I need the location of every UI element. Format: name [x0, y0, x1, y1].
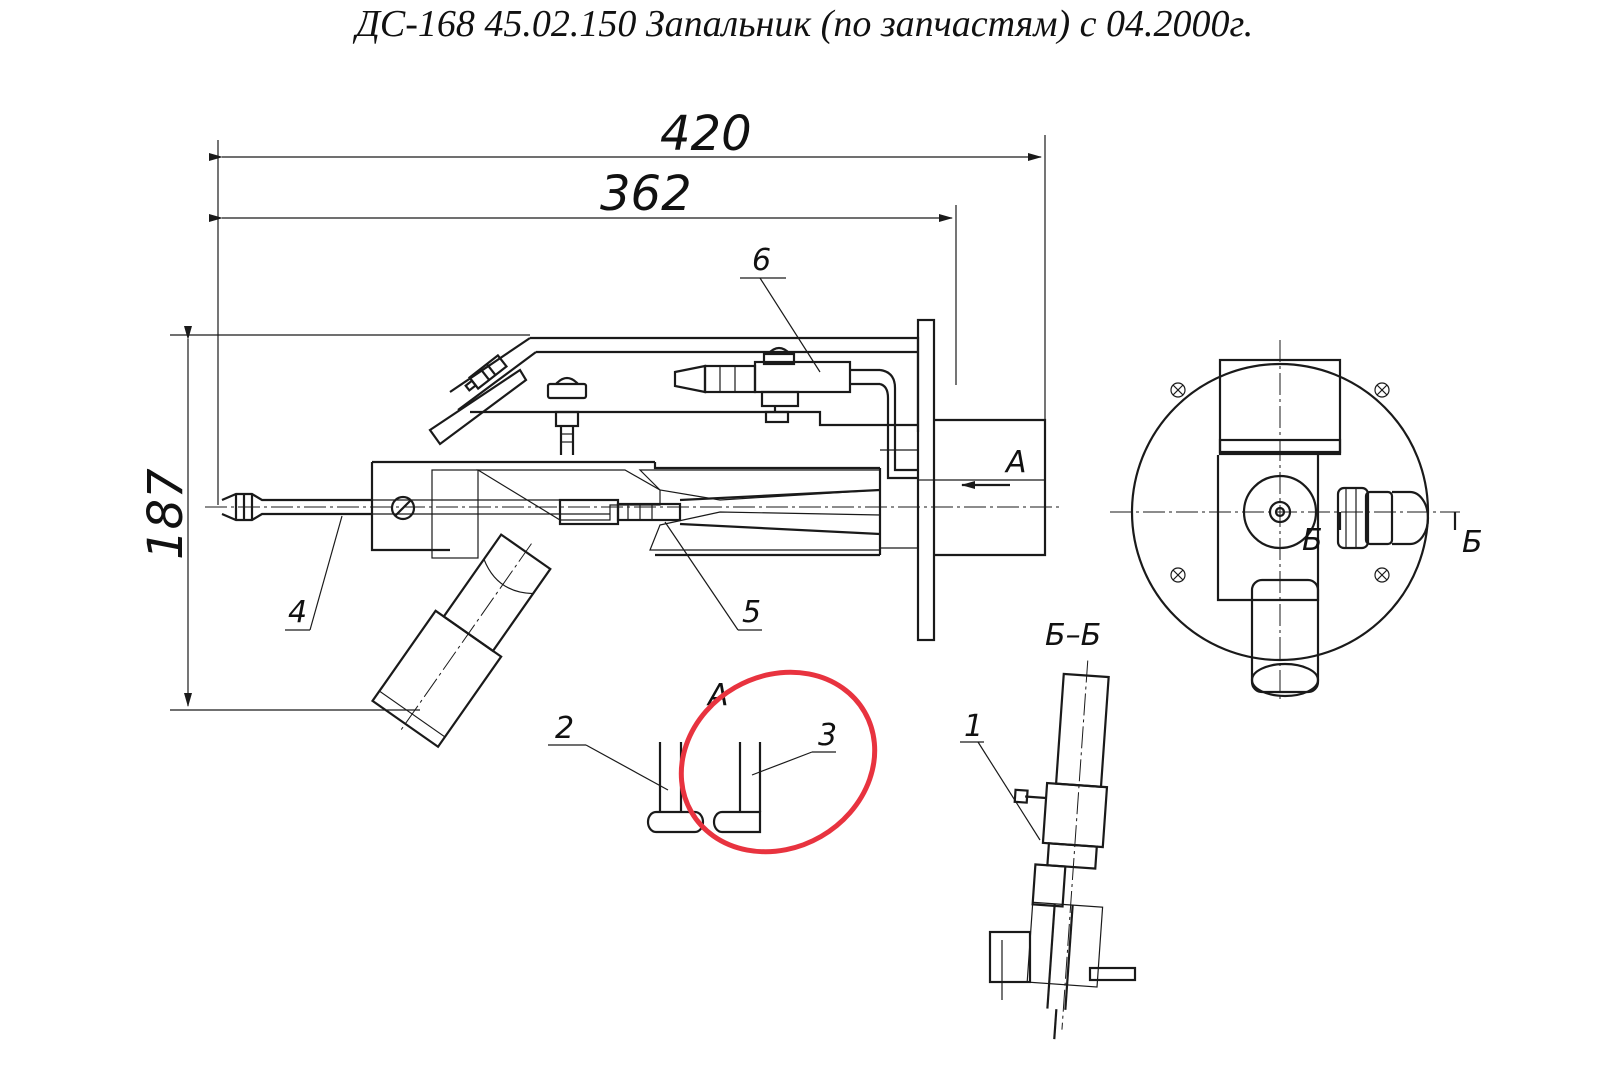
part-label-4: 4 [285, 515, 343, 631]
section-mark-left: Б [1302, 523, 1323, 558]
arrow-a-label: А [1004, 445, 1027, 480]
drawing-title: ДС-168 45.02.150 Запальник (по запчастям… [355, 3, 1254, 45]
bolt-hole-tl [1170, 382, 1186, 398]
view-a-detail: А 2 3 [548, 669, 878, 855]
svg-text:5: 5 [742, 595, 761, 630]
dimension-362: 362 [209, 166, 957, 385]
highlight-circle [678, 669, 878, 855]
dimension-420-label: 420 [660, 106, 752, 162]
part-label-1: 1 [960, 709, 1041, 841]
dimension-187: 187 [138, 326, 530, 711]
section-b-b: Б–Б 1 [960, 618, 1137, 1040]
svg-text:1: 1 [964, 709, 983, 744]
bolt-hole-tr [1374, 382, 1390, 398]
part-label-6: 6 [740, 243, 821, 373]
part-label-3: 3 [751, 718, 837, 776]
svg-text:3: 3 [818, 718, 837, 753]
section-mark-right: Б [1462, 525, 1483, 560]
dimension-362-label: 362 [600, 166, 692, 222]
part-label-5: 5 [664, 521, 762, 631]
bolt-hole-br [1374, 567, 1390, 583]
svg-text:4: 4 [288, 595, 307, 630]
dimension-420: 420 [209, 106, 1046, 505]
part-label-2: 2 [548, 711, 669, 791]
side-view-flange: Б Б [1110, 340, 1483, 700]
dimension-187-label: 187 [138, 468, 194, 560]
section-title: Б–Б [1045, 618, 1101, 653]
bolt-hole-bl [1170, 567, 1186, 583]
svg-text:6: 6 [752, 243, 771, 278]
svg-text:2: 2 [555, 711, 574, 746]
igniter-assembly: А [205, 318, 1060, 749]
